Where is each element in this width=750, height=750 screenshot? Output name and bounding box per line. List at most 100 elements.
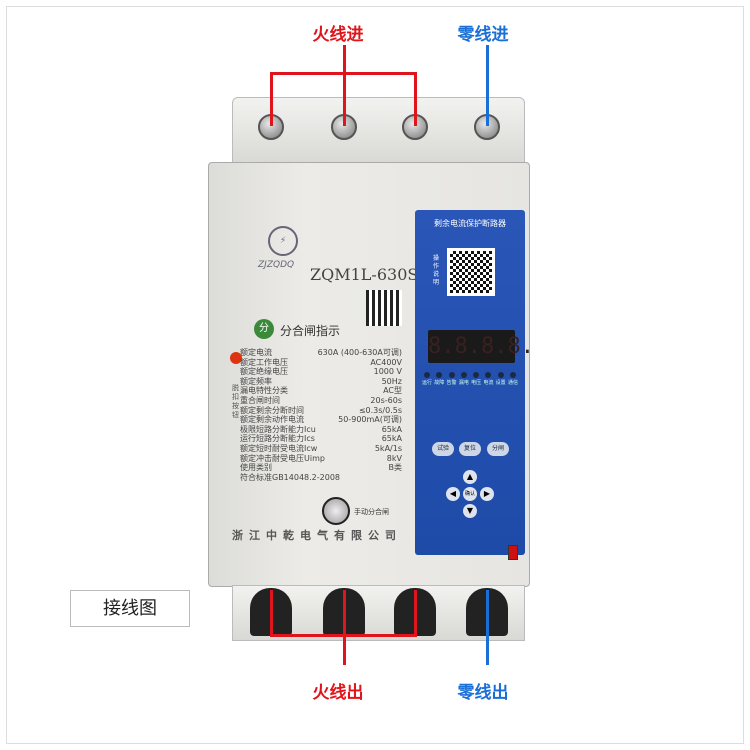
spec-key: 额定短时耐受电流Icw bbox=[240, 443, 318, 453]
line-out-wire bbox=[270, 590, 273, 637]
led-label: 设置 bbox=[495, 380, 506, 386]
spec-row: 额定剩余动作电流 50-900mA(可调) bbox=[240, 415, 402, 425]
left-arrow-button[interactable]: ◀ bbox=[446, 487, 460, 501]
led-icon bbox=[436, 372, 443, 378]
spec-key: 符合标准GB14048.2-2008 bbox=[240, 472, 341, 482]
diagram-label: 接线图 bbox=[70, 590, 190, 627]
status-led: 设置 bbox=[495, 372, 507, 386]
spec-key: 重合闸时间 bbox=[240, 395, 280, 405]
led-label: 电流 bbox=[483, 380, 494, 386]
up-arrow-button[interactable]: ▲ bbox=[463, 470, 477, 484]
spec-value: ≤0.3s/0.5s bbox=[358, 405, 402, 415]
spec-key: 额定频率 bbox=[240, 376, 272, 386]
power-switch[interactable] bbox=[508, 545, 518, 560]
right-arrow-button[interactable]: ▶ bbox=[480, 487, 494, 501]
spec-key: 额定电流 bbox=[240, 348, 272, 357]
led-icon bbox=[448, 372, 455, 378]
led-label: 电压 bbox=[471, 380, 482, 386]
down-arrow-button[interactable]: ▼ bbox=[463, 504, 477, 518]
neutral-out-label: 零线出 bbox=[457, 683, 509, 703]
spec-key: 额定剩余动作电流 bbox=[240, 415, 304, 425]
manual-label: 操作说明 bbox=[433, 255, 440, 286]
panel-qr-code bbox=[447, 248, 495, 296]
spec-key: 额定冲击耐受电压Uimp bbox=[240, 453, 325, 463]
line-out-wire bbox=[414, 590, 417, 637]
spec-value: 630A (400-630A可调) bbox=[317, 348, 402, 357]
neutral-in-wire bbox=[486, 45, 489, 126]
spec-value: 65kA bbox=[381, 434, 402, 444]
led-icon bbox=[473, 372, 480, 378]
manual-label: 手动分合闸 bbox=[354, 508, 389, 516]
spec-key: 额定工作电压 bbox=[240, 357, 288, 367]
status-led: 故障 bbox=[433, 372, 445, 386]
led-icon bbox=[424, 372, 430, 378]
trip-button-label: 脱扣按钮 bbox=[232, 384, 239, 419]
led-row: 运行故障告警漏电电压电流设置通信 bbox=[421, 372, 519, 386]
line-out-wire bbox=[270, 634, 417, 637]
spec-value: 8kV bbox=[386, 453, 402, 463]
open-button[interactable]: 分闸 bbox=[487, 442, 509, 456]
spec-value: B类 bbox=[388, 463, 403, 473]
spec-value: 50Hz bbox=[381, 376, 402, 386]
status-led: 运行 bbox=[421, 372, 433, 386]
status-led: 告警 bbox=[446, 372, 458, 386]
brand-name: ZJZQDQ bbox=[258, 260, 295, 270]
spec-value: 65kA bbox=[381, 424, 402, 434]
trip-button[interactable] bbox=[230, 352, 242, 364]
line-out-label: 火线出 bbox=[312, 683, 364, 703]
manual-operation-knob[interactable] bbox=[322, 497, 350, 525]
spec-row: 额定剩余分断时间≤0.3s/0.5s bbox=[240, 406, 402, 416]
led-label: 故障 bbox=[434, 380, 445, 386]
led-icon bbox=[497, 372, 504, 378]
line-in-wire bbox=[343, 72, 346, 126]
status-indicator: 分 bbox=[254, 319, 274, 339]
spec-row: 额定冲击耐受电压Uimp 8kV bbox=[240, 454, 402, 464]
spec-row: 运行短路分断能力Ics 65kA bbox=[240, 434, 402, 444]
reset-button[interactable]: 复位 bbox=[459, 442, 481, 456]
led-label: 漏电 bbox=[458, 380, 469, 386]
line-in-label: 火线进 bbox=[312, 25, 364, 45]
spec-row: 额定频率 50Hz bbox=[240, 377, 402, 387]
line-in-wire bbox=[343, 45, 346, 75]
status-led: 电流 bbox=[482, 372, 494, 386]
line-in-wire bbox=[270, 72, 273, 126]
status-led: 通信 bbox=[507, 372, 519, 386]
spec-key: 漏电特性分类 bbox=[240, 386, 288, 396]
led-label: 运行 bbox=[421, 380, 432, 386]
model-name: ZQM1L-630S bbox=[310, 265, 419, 284]
neutral-in-label: 零线进 bbox=[457, 25, 509, 45]
spec-row: 额定电流 630A (400-630A可调) bbox=[240, 348, 402, 358]
spec-value: AC型 bbox=[383, 386, 402, 396]
spec-value: 5kA/1s bbox=[374, 443, 402, 453]
line-in-wire bbox=[414, 72, 417, 126]
spec-key: 极限短路分断能力Icu bbox=[240, 424, 316, 434]
led-label: 告警 bbox=[446, 380, 457, 386]
brand-logo: ⚡ bbox=[268, 226, 298, 256]
confirm-button[interactable]: 确认 bbox=[463, 487, 477, 501]
manufacturer-name: 浙江中乾电气有限公司 bbox=[232, 529, 402, 542]
test-button[interactable]: 试验 bbox=[432, 442, 454, 456]
spec-row: 极限短路分断能力Icu 65kA bbox=[240, 425, 402, 435]
line-out-wire bbox=[343, 590, 346, 665]
spec-row: 额定短时耐受电流Icw 5kA/1s bbox=[240, 444, 402, 454]
spec-row: 漏电特性分类 AC型 bbox=[240, 386, 402, 396]
neutral-out-wire bbox=[486, 590, 489, 665]
led-icon bbox=[460, 372, 467, 378]
spec-row: 额定工作电压 AC400V bbox=[240, 358, 402, 368]
spec-value: AC400V bbox=[370, 357, 402, 367]
indicator-label: 分合闸指示 bbox=[280, 324, 341, 338]
spec-value: 50-900mA(可调) bbox=[338, 415, 402, 425]
status-led: 漏电 bbox=[458, 372, 470, 386]
spec-key: 额定绝缘电压 bbox=[240, 367, 288, 377]
spec-row: 符合标准GB14048.2-2008 bbox=[240, 473, 402, 483]
led-label: 通信 bbox=[507, 380, 518, 386]
led-icon bbox=[485, 372, 492, 378]
qr-code bbox=[366, 290, 402, 326]
image-frame bbox=[6, 6, 744, 744]
panel-title: 剩余电流保护断路器 bbox=[434, 219, 506, 228]
spec-key: 运行短路分断能力Ics bbox=[240, 434, 315, 444]
led-icon bbox=[509, 372, 516, 378]
